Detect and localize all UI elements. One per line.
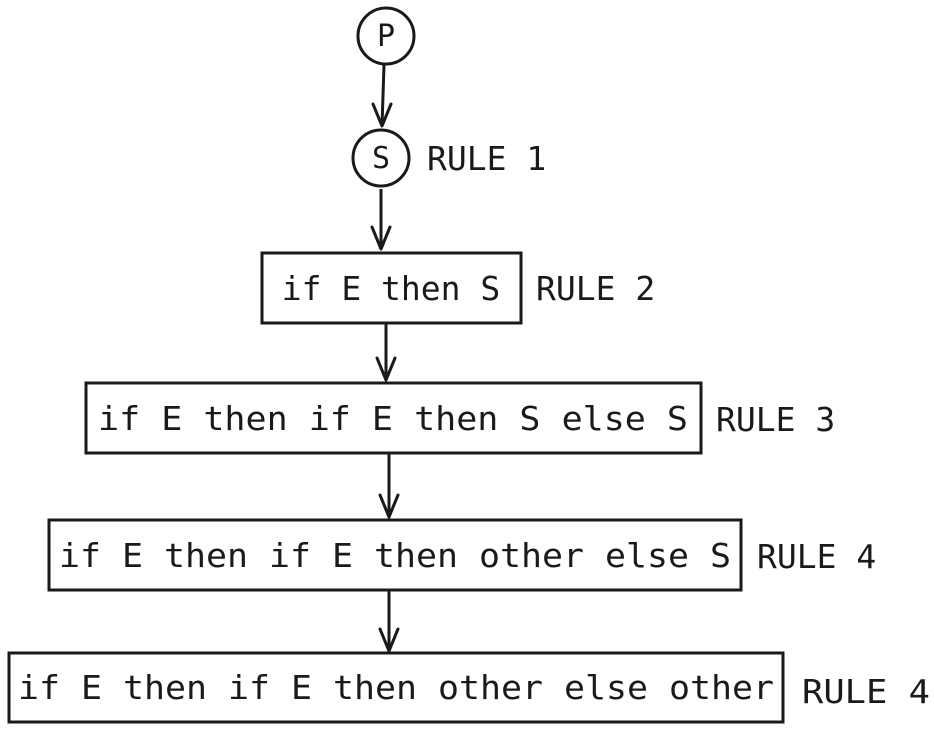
- node-step5-label: if E then if E then other else other: [18, 668, 774, 707]
- node-s-circle: [351, 128, 411, 188]
- node-step4: if E then if E then other else S RULE 4: [47, 518, 876, 592]
- node-step2: if E then S RULE 2: [260, 251, 655, 325]
- edge-p-to-s: [371, 64, 393, 128]
- rule-label-3: RULE 3: [716, 400, 835, 439]
- node-s-label: S: [372, 141, 390, 176]
- node-p: P: [356, 6, 416, 66]
- node-step4-box: [47, 518, 743, 592]
- edge-step2-to-step3: [375, 324, 397, 382]
- node-step3-label: if E then if E then S else S: [98, 399, 688, 438]
- edge-step3-to-step4: [378, 454, 400, 519]
- rule-label-2: RULE 2: [536, 269, 655, 308]
- node-step3: if E then if E then S else S RULE 3: [84, 381, 835, 455]
- node-step5-box: [7, 651, 785, 724]
- node-step2-box: [260, 251, 523, 325]
- rule-label-4: RULE 4: [757, 537, 876, 576]
- node-p-label: P: [377, 19, 395, 54]
- node-step5: if E then if E then other else other RUL…: [7, 651, 930, 724]
- rule-label-1: RULE 1: [427, 139, 546, 178]
- node-step4-label: if E then if E then other else S: [59, 536, 731, 575]
- rule-label-5: RULE 4: [802, 672, 930, 711]
- edge-step4-to-step5: [378, 591, 400, 653]
- node-s: S RULE 1: [351, 128, 546, 188]
- edge-s-to-step2: [370, 189, 392, 251]
- node-p-circle: [356, 6, 416, 66]
- node-step3-box: [84, 381, 703, 455]
- edges: [370, 64, 400, 653]
- node-step2-label: if E then S: [282, 269, 501, 308]
